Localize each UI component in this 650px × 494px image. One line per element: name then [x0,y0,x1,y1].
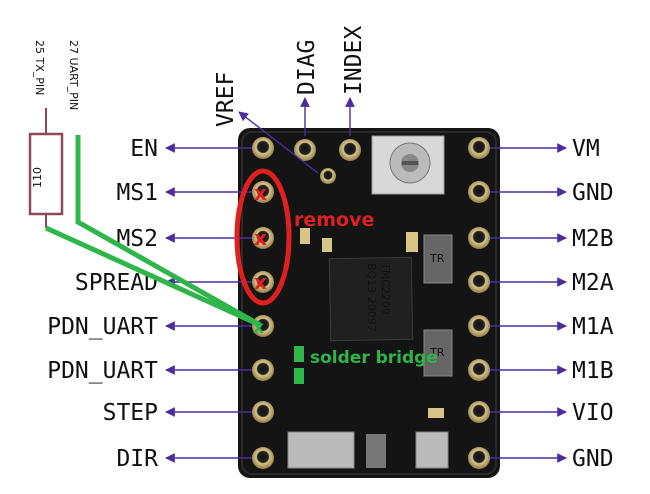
solder-bridge-label: solder bridge [310,348,438,368]
left-pad [252,271,274,293]
left-pad [252,227,274,249]
left-pad [252,137,274,159]
right-pin-label: GND [572,180,614,206]
inductor-2 [423,329,453,377]
driver-board: TMC2209 BQ13 20097 TR TR [238,128,500,478]
right-pad [468,401,490,423]
left-pad [252,181,274,203]
right-pad [468,181,490,203]
right-pin-label: M1A [572,314,614,340]
right-pad [468,315,490,337]
inductor-2-marking: TR [429,346,445,359]
tx-wire [44,225,262,328]
resistor-value: 110 [31,167,44,188]
remove-ellipse [234,168,292,306]
right-pin-label: M2A [572,270,614,296]
remove-x-ms1: x [254,181,267,205]
left-header-pads [252,137,274,469]
right-pin-label: M2B [572,226,614,252]
sense-resistor-1 [287,431,355,469]
top-header-pads [294,139,361,184]
left-pin-label: PDN_UART [47,314,158,340]
right-pin-label: VM [572,136,600,162]
top-pin-diag: DIAG [294,40,320,95]
right-pad [468,137,490,159]
remove-label: remove [294,209,374,231]
uart-junction-x: x [253,318,264,338]
uart-pin-label: 27 UART_PIN [67,40,80,110]
chip-marking-line-1: TMC2209 [379,262,392,315]
right-pad [468,447,490,469]
solder-bridge-pad-bottom [294,368,304,384]
left-pin-label: EN [130,136,158,162]
remove-annotation: x x x remove [234,168,374,306]
top-pin-vref: VREF [213,72,239,127]
top-pad [294,139,316,161]
top-pin-index: INDEX [341,26,367,95]
solder-bridge-pad-top [294,346,304,362]
mcu-connection: 25 TX_PIN 27 UART_PIN 110 x [28,40,264,338]
vref-arrow [238,111,319,174]
top-pad [339,139,361,161]
left-pad [252,315,274,337]
right-pad [468,227,490,249]
right-header-pads [468,137,490,469]
right-pin-label: M1B [572,358,614,384]
right-pad [468,271,490,293]
uart-wire [75,135,262,328]
potentiometer [371,135,445,195]
driver-chip: TMC2209 BQ13 20097 [328,256,414,342]
left-pin-label: STEP [103,400,158,426]
left-pad [252,447,274,469]
inductor-1-marking: TR [429,252,445,265]
tx-pin-label: 25 TX_PIN [33,40,46,95]
chip-marking-line-2: BQ13 20097 [365,263,378,332]
left-pad [252,359,274,381]
top-pin-labels: VREF DIAG INDEX [213,26,367,174]
top-pad [320,168,336,184]
remove-x-spread: x [254,270,267,294]
left-pad [252,401,274,423]
right-pad [468,359,490,381]
left-pin-label: DIR [116,446,158,472]
right-pin-labels: VM GND M2B M2A M1A M1B VIO GND [490,136,614,472]
left-pin-label: MS1 [116,180,158,206]
inductor-1 [423,234,453,284]
right-pin-label: GND [572,446,614,472]
left-pin-label: PDN_UART [47,358,158,384]
remove-x-ms2: x [254,226,267,250]
sense-resistor-2 [415,431,449,469]
right-pin-label: VIO [572,400,614,426]
